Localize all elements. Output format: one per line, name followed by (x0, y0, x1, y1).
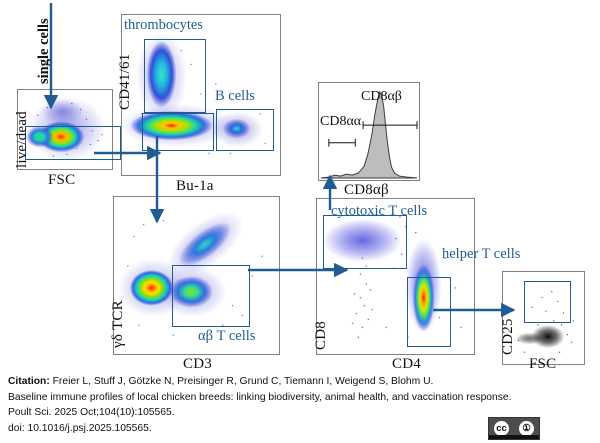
citation-block: Citation: Freier L, Stuff J, Götzke N, P… (8, 374, 592, 436)
axis-label-fsc-p6: FSC (529, 356, 557, 372)
gate-label-ab-t-cells: αβ T cells (198, 328, 256, 344)
gate-ab-t-cells[interactable] (172, 265, 250, 327)
gate-thrombocytes[interactable] (144, 39, 206, 113)
gate-label-b-cells: B cells (215, 88, 255, 104)
gating-strategy-figure: FSC live/dead single cells (14, 3, 585, 372)
citation-prefix: Citation: (8, 376, 50, 387)
dot-plot-p6 (515, 290, 574, 353)
axis-label-bu1a: Bu-1a (176, 178, 214, 194)
gate-label-helper-t-cells: helper T cells (442, 246, 521, 262)
density-plot-p5 (322, 215, 462, 339)
density-plot-p2 (122, 32, 266, 154)
axis-label-cd8ab-x: CD8αβ (344, 182, 389, 198)
panel-cd8-cd4 (316, 198, 475, 355)
cc-badge-bar (489, 435, 539, 439)
panel-live-dead-fsc (17, 89, 121, 170)
density-plot-p4 (118, 211, 263, 336)
marker-label-cd8aa: CD8αα (320, 114, 362, 129)
gate-helper-t-cells[interactable] (407, 277, 451, 347)
citation-title: Baseline immune profiles of local chicke… (8, 391, 512, 403)
histogram-plot-p3 (320, 90, 418, 179)
by-icon: ① (519, 421, 534, 436)
axis-label-cd4: CD4 (392, 356, 421, 372)
gate-live-cells[interactable] (25, 126, 121, 160)
axis-label-cd3: CD3 (183, 356, 212, 372)
panel-gdtcr-cd3 (113, 196, 280, 355)
gate-b-cells[interactable] (216, 109, 274, 151)
citation-line-authors: Citation: Freier L, Stuff J, Götzke N, P… (8, 374, 592, 390)
citation-doi: doi: 10.1016/j.psj.2025.105565. (8, 422, 152, 434)
gate-cytotoxic-t-cells[interactable] (323, 215, 407, 269)
citation-journal: Poult Sci. 2025 Oct;104(10):105565. (8, 407, 175, 419)
axis-label-fsc-p1: FSC (48, 172, 76, 188)
cc-by-license-badge[interactable]: cc ① (488, 417, 540, 440)
gate-monocytes-lymphocytes[interactable] (142, 113, 214, 151)
gate-cd25-positive[interactable] (524, 281, 571, 323)
cc-icon: cc (494, 421, 509, 436)
flow-arrows (43, 3, 516, 318)
gate-label-cytotoxic-t-cells: cytotoxic T cells (331, 203, 428, 219)
citation-authors: Freier L, Stuff J, Götzke N, Preisinger … (49, 376, 434, 387)
panel-cd25-fsc (502, 271, 585, 365)
marker-label-cd8ab: CD8αβ (361, 89, 402, 104)
panel-cd8ab-histogram: CD8αβ CD8αα (318, 82, 420, 181)
gate-label-thrombocytes: thrombocytes (124, 17, 203, 33)
